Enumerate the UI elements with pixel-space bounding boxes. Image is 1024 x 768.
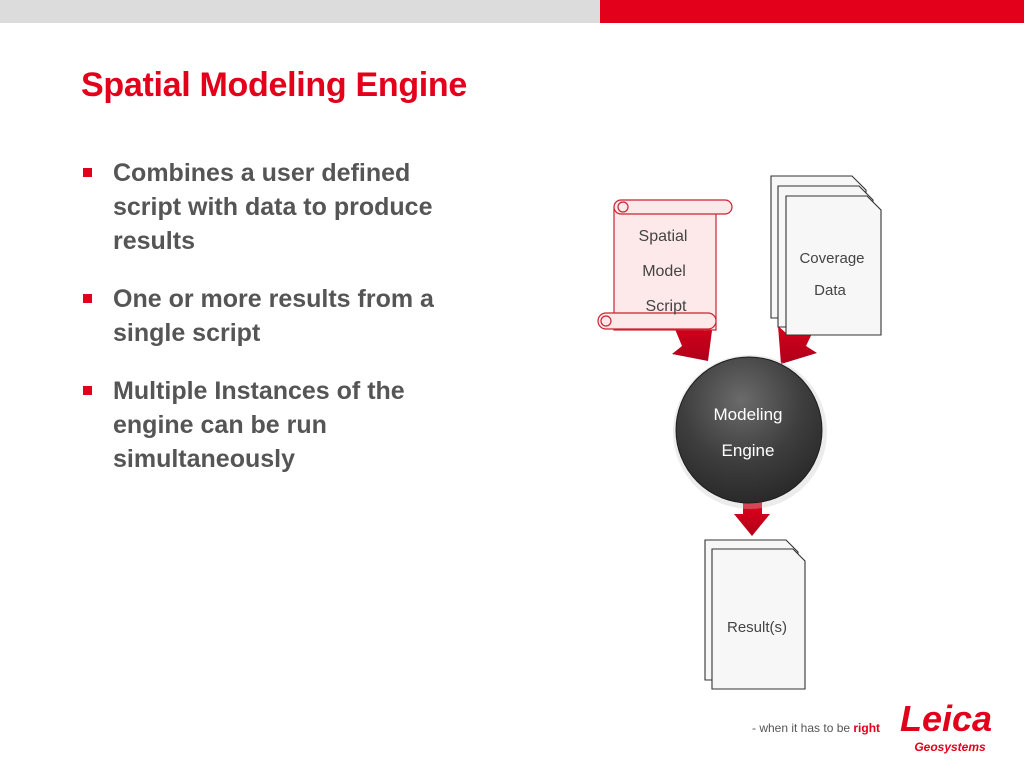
- leica-logo-wordmark: Leica: [900, 698, 992, 739]
- bullet-item: Multiple Instances of the engine can be …: [80, 374, 500, 476]
- result-document-stack-icon: [704, 539, 806, 690]
- bullet-line: Multiple Instances of the: [113, 377, 405, 405]
- top-bar-grey: [0, 0, 600, 23]
- bullet-line: engine can be run: [113, 411, 327, 439]
- bullet-line: Combines a user defined: [113, 159, 411, 187]
- bullet-square-icon: [83, 168, 92, 177]
- top-bar-red: [600, 0, 1024, 23]
- bullet-text: One or more results from a single script: [113, 282, 500, 350]
- bullet-square-icon: [83, 386, 92, 395]
- bullet-list: Combines a user defined script with data…: [80, 156, 500, 500]
- tagline-prefix: - when it has to be: [752, 721, 854, 735]
- coverage-document-stack-icon: [770, 175, 882, 336]
- arrow-engine-to-result: [734, 502, 770, 536]
- bullet-text: Multiple Instances of the engine can be …: [113, 374, 500, 476]
- bullet-line: One or more results from a: [113, 285, 434, 313]
- bullet-line: simultaneously: [113, 445, 295, 473]
- script-label-line: Spatial: [639, 228, 688, 245]
- bullet-item: Combines a user defined script with data…: [80, 156, 500, 258]
- coverage-label-line: Coverage: [799, 250, 864, 267]
- leica-logo-subtitle: Geosystems: [914, 740, 986, 754]
- engine-label-line: Modeling: [714, 405, 783, 424]
- bullet-text: Combines a user defined script with data…: [113, 156, 500, 258]
- script-label-line: Script: [646, 298, 687, 315]
- result-label: Result(s): [727, 619, 787, 636]
- coverage-label-line: Data: [814, 282, 846, 299]
- script-scroll-icon: [597, 199, 733, 331]
- tagline-emphasis: right: [853, 721, 881, 735]
- bullet-line: results: [113, 227, 195, 255]
- script-label-line: Model: [642, 263, 686, 280]
- leica-logo: Leica Geosystems: [900, 698, 992, 754]
- bullet-line: single script: [113, 319, 261, 347]
- modeling-engine-circle: [673, 355, 827, 509]
- engine-label-line: Engine: [722, 441, 775, 460]
- bullet-square-icon: [83, 294, 92, 303]
- bullet-item: One or more results from a single script: [80, 282, 500, 350]
- slide-title: Spatial Modeling Engine: [81, 66, 468, 104]
- bullet-line: script with data to produce: [113, 193, 433, 221]
- footer-tagline: - when it has to be right: [752, 721, 880, 735]
